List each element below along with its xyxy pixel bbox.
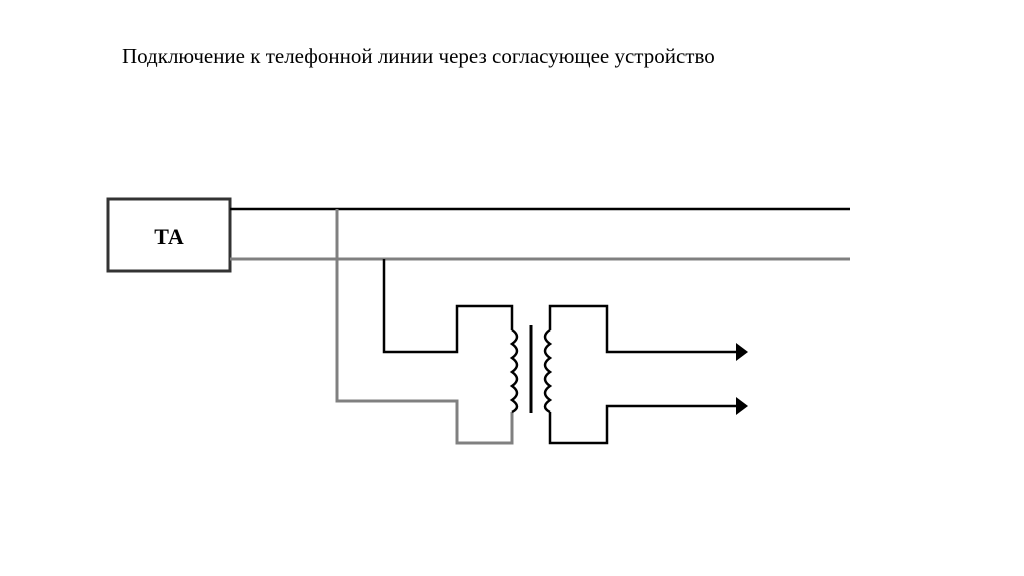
secondary-coil [543, 328, 553, 414]
secondary-lead-top [548, 304, 740, 354]
primary-coil [509, 328, 519, 414]
output-arrow-top-icon [736, 343, 748, 361]
secondary-lead-bottom [548, 404, 740, 445]
telephone-set-label: ТА [154, 224, 184, 249]
telephone-set-box: ТА [106, 197, 232, 273]
primary-lead-black [382, 259, 514, 354]
diagram-title-text: Подключение к телефонной линии через сог… [122, 44, 715, 68]
output-arrow-bottom-icon [736, 397, 748, 415]
primary-lead-gray [335, 209, 514, 445]
